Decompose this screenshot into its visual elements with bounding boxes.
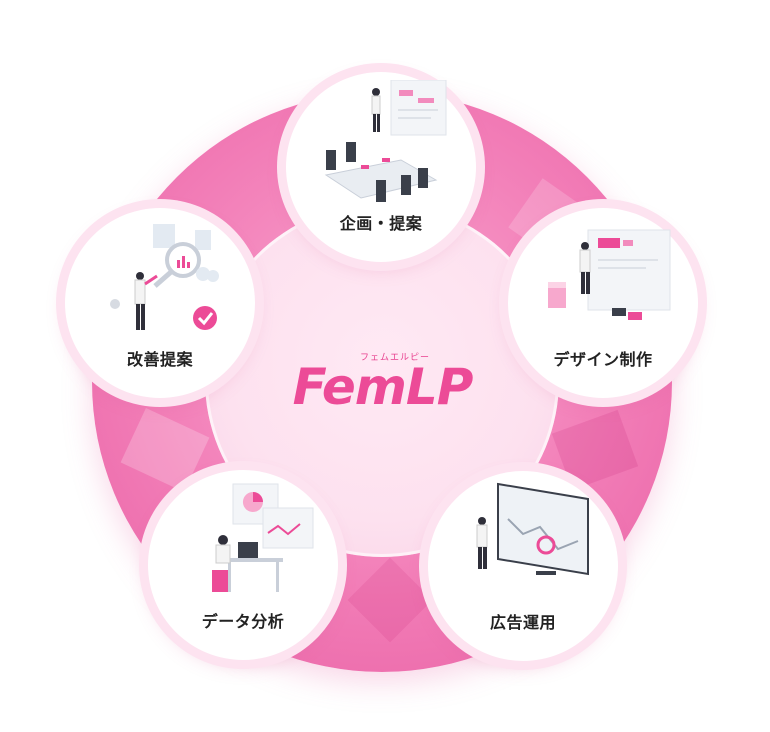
brand-ruby: フェムエルピー: [359, 353, 430, 363]
node-plan: 企画・提案: [286, 72, 476, 262]
node-design: デザイン制作: [508, 208, 698, 398]
node-data: データ分析: [148, 470, 338, 660]
node-label: 改善提案: [126, 350, 193, 369]
node-label: 企画・提案: [339, 214, 423, 233]
brand-logo: FemLP: [292, 358, 474, 416]
node-improve: 改善提案: [65, 208, 255, 398]
designer-board-illustration: [548, 229, 671, 320]
node-label: デザイン制作: [553, 350, 653, 369]
node-label: 広告運用: [489, 613, 556, 632]
analyst-desk-illustration: [212, 483, 314, 592]
node-label: データ分析: [201, 612, 285, 631]
monitor-chart-illustration: [476, 482, 589, 576]
meeting-room-illustration: [324, 80, 447, 202]
magnifier-check-illustration: [110, 224, 219, 330]
node-ads: 広告運用: [428, 471, 618, 661]
